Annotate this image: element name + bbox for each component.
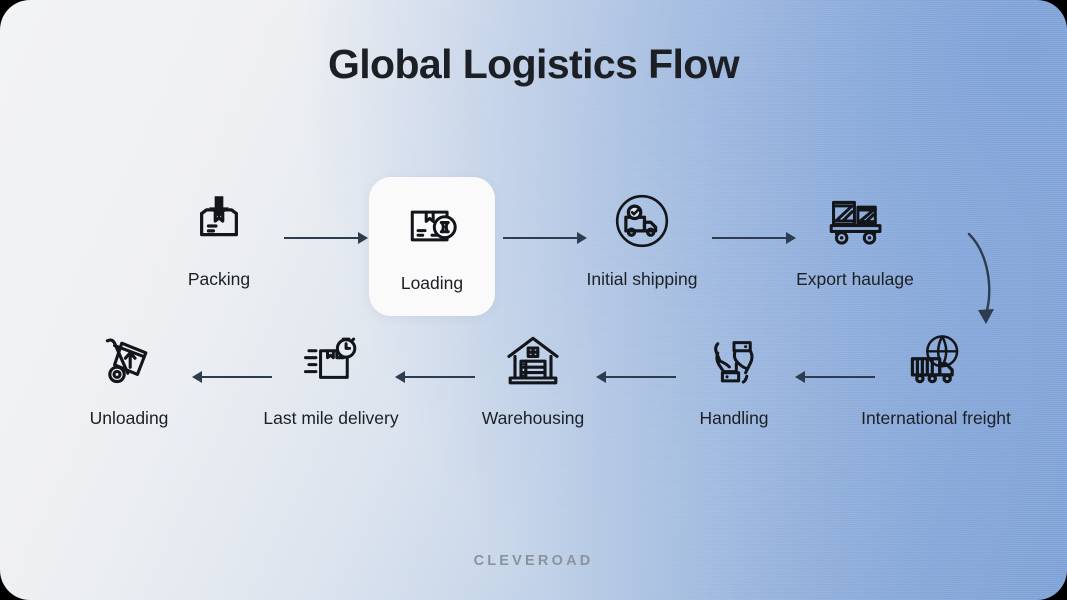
connector-packing-to-loading bbox=[284, 232, 368, 244]
step-label: Last mile delivery bbox=[263, 408, 399, 428]
connector-warehousing-to-last-mile-delivery bbox=[395, 371, 475, 383]
truck-check-circle-icon bbox=[547, 186, 737, 256]
arrow-head-left-icon bbox=[395, 371, 405, 383]
step-node-export-haulage[interactable]: Export haulage bbox=[760, 186, 950, 290]
step-node-warehousing[interactable]: Warehousing bbox=[438, 325, 628, 429]
arrow-head-right-icon bbox=[786, 232, 796, 244]
step-node-packing[interactable]: Packing bbox=[124, 186, 314, 290]
arrow-shaft bbox=[712, 237, 786, 239]
arrow-head-left-icon bbox=[795, 371, 805, 383]
arrow-head-right-icon bbox=[577, 232, 587, 244]
step-label: Warehousing bbox=[481, 408, 585, 428]
step-label: Handling bbox=[699, 408, 769, 428]
step-node-initial-shipping[interactable]: Initial shipping bbox=[547, 186, 737, 290]
arrow-shaft bbox=[503, 237, 577, 239]
hand-truck-up-arrow-icon bbox=[34, 325, 224, 395]
step-node-unloading[interactable]: Unloading bbox=[34, 325, 224, 429]
connector-loading-to-initial-shipping bbox=[503, 232, 587, 244]
arrow-shaft bbox=[405, 376, 475, 378]
loading-box-hourglass-icon bbox=[369, 195, 495, 257]
step-node-loading[interactable]: Loading bbox=[369, 177, 495, 316]
arrow-head-left-icon bbox=[192, 371, 202, 383]
connector-last-mile-delivery-to-unloading bbox=[192, 371, 272, 383]
arrow-shaft bbox=[606, 376, 676, 378]
fast-box-stopwatch-icon bbox=[236, 325, 426, 395]
connector-international-freight-to-handling bbox=[795, 371, 875, 383]
connector-export-haulage-to-international-freight bbox=[967, 232, 994, 324]
handling-hands-icon bbox=[639, 325, 829, 395]
arrow-shaft bbox=[284, 237, 358, 239]
step-label: Loading bbox=[400, 273, 464, 293]
connector-handling-to-warehousing bbox=[596, 371, 676, 383]
arrow-head-right-icon bbox=[358, 232, 368, 244]
crates-on-cart-icon bbox=[760, 186, 950, 256]
step-label: Packing bbox=[187, 269, 251, 289]
warehouse-building-icon bbox=[438, 325, 628, 395]
arrow-shaft bbox=[805, 376, 875, 378]
step-node-last-mile-delivery[interactable]: Last mile delivery bbox=[236, 325, 426, 429]
step-node-international-freight[interactable]: International freight bbox=[841, 325, 1031, 429]
step-label: Unloading bbox=[89, 408, 169, 428]
step-label: Export haulage bbox=[796, 269, 914, 289]
arrow-shaft bbox=[202, 376, 272, 378]
connector-initial-shipping-to-export-haulage bbox=[712, 232, 796, 244]
step-label: International freight bbox=[861, 408, 1011, 428]
step-label: Initial shipping bbox=[586, 269, 698, 289]
page-title: Global Logistics Flow bbox=[327, 41, 740, 87]
packing-box-down-arrow-icon bbox=[124, 186, 314, 256]
brand-wordmark: CLEVEROAD bbox=[473, 553, 594, 569]
step-node-handling[interactable]: Handling bbox=[639, 325, 829, 429]
globe-container-truck-icon bbox=[841, 325, 1031, 395]
arrow-head-left-icon bbox=[596, 371, 606, 383]
